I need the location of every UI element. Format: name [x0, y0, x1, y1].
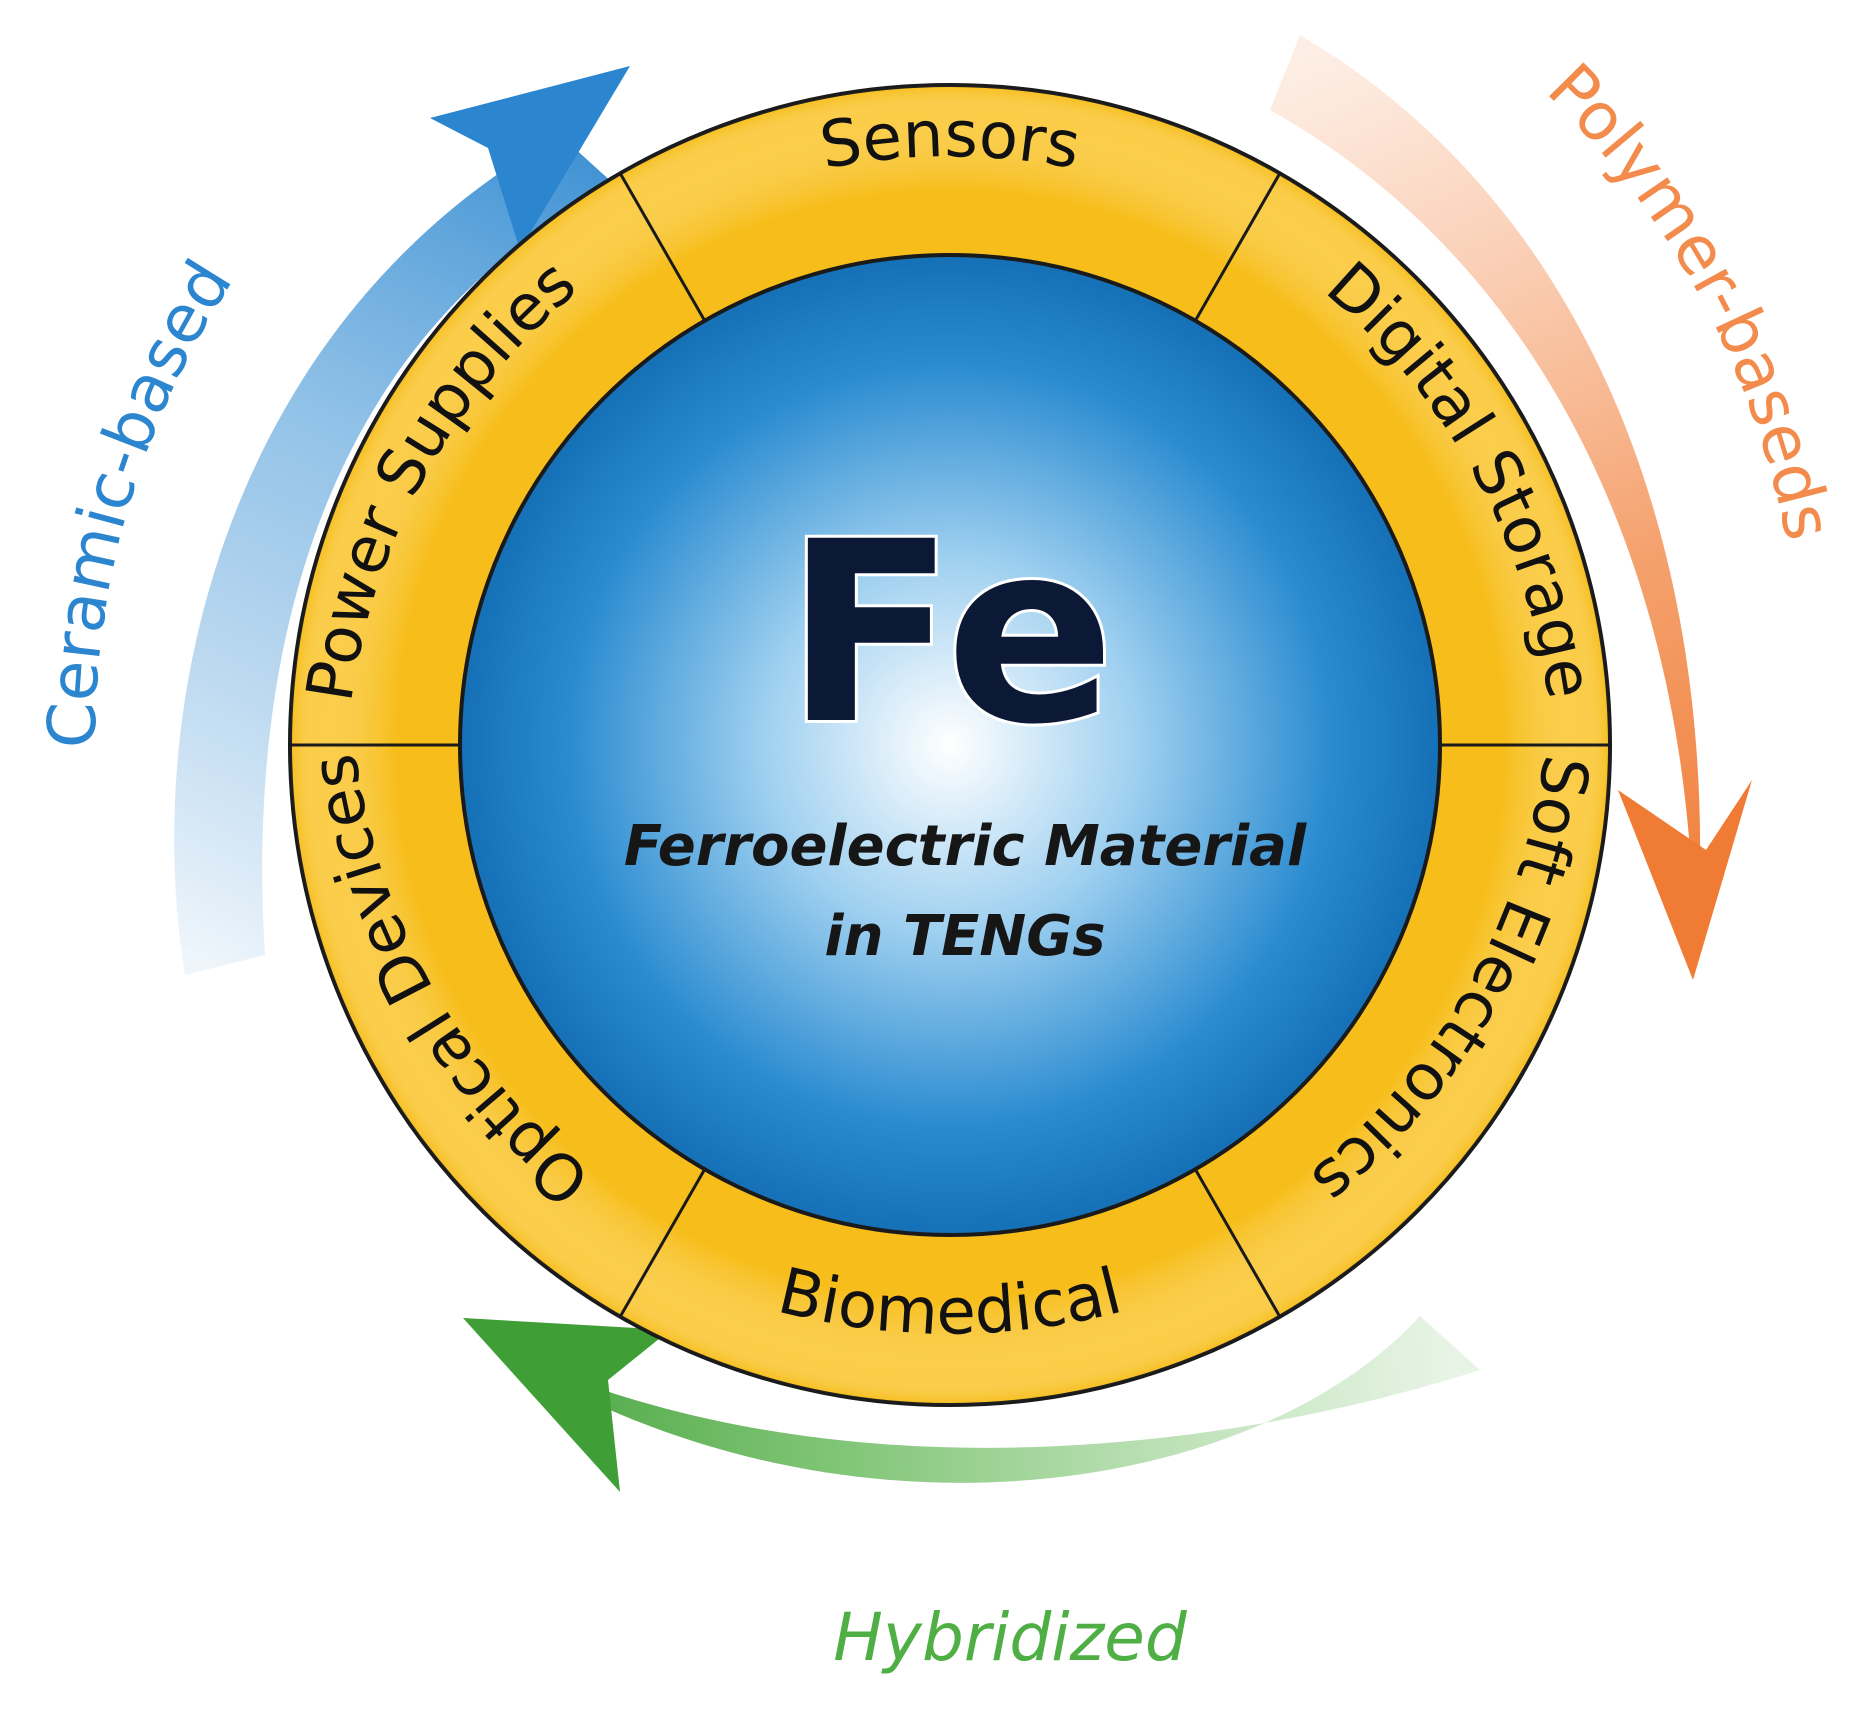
divider-top-right	[1192, 172, 1282, 324]
hybrid-label: Hybridized	[833, 1599, 1188, 1676]
ring-dividers	[290, 172, 1610, 1318]
divider-bottom-right	[1192, 1166, 1282, 1318]
ceramic-arrow-body	[174, 135, 615, 975]
polymer-label: Polymer-baseds	[1533, 49, 1847, 547]
divider-bottom-left	[618, 1166, 708, 1318]
core-line-2: in TENGs	[824, 904, 1105, 969]
core-line-1: Ferroelectric Material	[624, 814, 1307, 879]
polymer-arrow	[1270, 35, 1752, 980]
segment-sensors: Sensors	[815, 98, 1086, 184]
hybrid-arrow-head	[463, 1318, 670, 1492]
divider-top-left	[618, 172, 708, 324]
polymer-arrow-body	[1270, 35, 1701, 870]
ceramic-arrow-head	[430, 66, 630, 250]
ceramic-arrow	[174, 66, 630, 975]
polymer-arrow-head	[1618, 780, 1752, 980]
hybrid-arrow	[463, 1316, 1480, 1492]
core-circle	[458, 253, 1442, 1237]
core-symbol: Fe	[785, 488, 1115, 779]
hybrid-arrow-body	[580, 1316, 1480, 1483]
